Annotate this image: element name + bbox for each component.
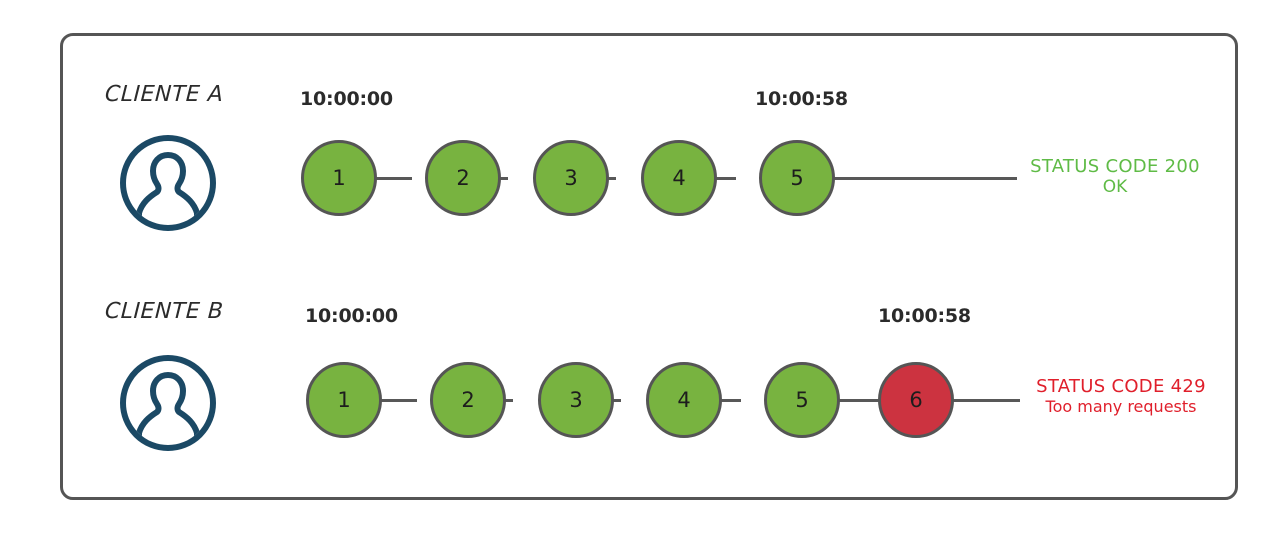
status-callout-a: STATUS CODE 200 OK	[1025, 156, 1205, 197]
user-avatar-icon	[118, 353, 218, 453]
status-text-b: Too many requests	[1045, 396, 1197, 416]
timestamp-start-b: 10:00:00	[305, 305, 398, 327]
request-node[interactable]: 5	[759, 140, 835, 216]
diagram-frame	[60, 33, 1238, 500]
request-node-number: 5	[795, 388, 809, 412]
request-node[interactable]: 1	[306, 362, 382, 438]
request-node-number: 1	[332, 166, 346, 190]
request-node[interactable]: 4	[641, 140, 717, 216]
request-node[interactable]: 3	[533, 140, 609, 216]
request-node-number: 4	[677, 388, 691, 412]
status-code-b: STATUS CODE 429	[1036, 376, 1206, 397]
timestamp-end-b: 10:00:58	[878, 305, 971, 327]
request-node-number: 5	[790, 166, 804, 190]
client-label-a: CLIENTE A	[104, 82, 225, 107]
timestamp-end-a: 10:00:58	[755, 88, 848, 110]
connector-b-tail	[950, 398, 1020, 402]
status-text-a: OK	[1102, 176, 1128, 197]
timestamp-start-a: 10:00:00	[300, 88, 393, 110]
request-node-blocked[interactable]: 6	[878, 362, 954, 438]
request-node-number: 2	[456, 166, 470, 190]
user-avatar-icon	[118, 133, 218, 233]
request-node-number: 3	[564, 166, 578, 190]
request-node[interactable]: 3	[538, 362, 614, 438]
request-node-number: 3	[569, 388, 583, 412]
request-node-number: 2	[461, 388, 475, 412]
connector-a-1	[372, 176, 412, 180]
request-node[interactable]: 5	[764, 362, 840, 438]
connector-b-5	[835, 398, 880, 402]
request-node-number: 1	[337, 388, 351, 412]
connector-b-1	[377, 398, 417, 402]
status-callout-b: STATUS CODE 429 Too many requests	[1026, 376, 1216, 416]
request-node-number: 6	[909, 388, 923, 412]
request-node[interactable]: 1	[301, 140, 377, 216]
request-node[interactable]: 4	[646, 362, 722, 438]
status-code-a: STATUS CODE 200	[1030, 156, 1200, 177]
request-node[interactable]: 2	[425, 140, 501, 216]
connector-a-tail	[830, 176, 1017, 180]
request-node-number: 4	[672, 166, 686, 190]
request-node[interactable]: 2	[430, 362, 506, 438]
client-label-b: CLIENTE B	[104, 299, 225, 324]
